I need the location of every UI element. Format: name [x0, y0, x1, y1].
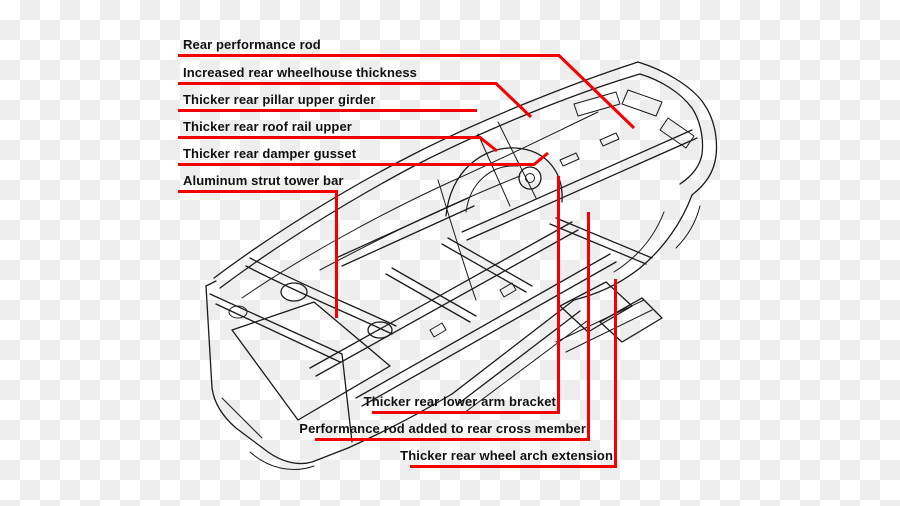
- strut-tower-bar: [245, 265, 393, 335]
- cross-member: [447, 237, 533, 287]
- callout-label-increased-rear-wheelhouse: Increased rear wheelhouse thickness: [183, 65, 417, 80]
- rear-wheel-arch-inner: [613, 211, 665, 273]
- front-rocker-connect: [347, 393, 453, 449]
- radiator-opening: [231, 301, 391, 421]
- callout-label-rear-wheel-arch-extension: Thicker rear wheel arch extension: [400, 448, 613, 463]
- glass-line: [241, 111, 599, 299]
- floor-rail: [361, 261, 617, 407]
- b-pillar-line: [437, 179, 477, 301]
- taillight-slot: [621, 89, 663, 117]
- rear-cross-member: [555, 217, 653, 259]
- callout-label-performance-rod-cross-member: Performance rod added to rear cross memb…: [299, 421, 586, 436]
- lower-arm: [555, 299, 645, 343]
- strut-tower-bar: [249, 257, 397, 327]
- cross-member: [391, 267, 477, 317]
- detail-hole: [429, 322, 447, 338]
- rear-cross-member: [549, 223, 647, 265]
- bulkhead-outer: [205, 285, 349, 465]
- rear-bumper-contour: [675, 205, 701, 249]
- engine-bay-rail: [335, 197, 469, 259]
- headlight-mount-hole: [228, 305, 248, 319]
- leader-rear-damper-gusset: [178, 151, 549, 166]
- leader-increased-rear-wheelhouse: [178, 82, 533, 119]
- sill-line: [451, 299, 575, 395]
- rear-shelf-bar: [461, 129, 693, 233]
- rear-panel-inner: [639, 73, 704, 185]
- floor-rail: [355, 253, 611, 399]
- rear-bumper-edge: [573, 194, 693, 301]
- pillar-strut: [497, 121, 537, 199]
- detail-hole: [599, 132, 620, 147]
- wheelhouse-dome-inner: [465, 165, 519, 213]
- callout-label-rear-performance-rod: Rear performance rod: [183, 37, 321, 52]
- front-lower-arc: [249, 451, 315, 470]
- pillar-strut: [477, 133, 511, 207]
- callout-label-rear-pillar-upper-girder: Thicker rear pillar upper girder: [183, 92, 376, 107]
- bulkhead-brace: [221, 397, 263, 439]
- bulkhead-top-connect: [205, 280, 217, 287]
- rear-shelf-bar: [466, 137, 698, 241]
- roof-rail-outer-line: [213, 61, 639, 279]
- cross-member: [385, 273, 471, 323]
- engine-bay-rail: [341, 205, 475, 267]
- callout-label-rear-lower-arm-bracket: Thicker rear lower arm bracket: [363, 394, 556, 409]
- strut-tower: [367, 321, 393, 339]
- bulkhead-right-pillar: [341, 353, 353, 443]
- detail-hole: [499, 282, 517, 298]
- leader-rear-wheel-arch-extension: [410, 279, 617, 468]
- lower-arm: [565, 309, 653, 353]
- leader-rear-lower-arm-bracket: [372, 176, 560, 414]
- car-line-art: [205, 61, 718, 470]
- sill-line: [463, 320, 588, 414]
- callout-label-rear-damper-gusset: Thicker rear damper gusset: [183, 146, 357, 161]
- floor-rail: [315, 229, 579, 377]
- bulkhead-top-bar: [209, 293, 343, 355]
- taillight-slot: [659, 117, 695, 149]
- bulkhead-top-bar: [215, 303, 341, 363]
- leader-lines: [178, 54, 636, 468]
- sill-line: [457, 310, 581, 405]
- leader-performance-rod-cross-member: [315, 212, 590, 441]
- damper-mount-ring: [518, 166, 542, 190]
- strut-tower: [280, 282, 308, 302]
- callout-label-rear-roof-rail-upper: Thicker rear roof rail upper: [183, 119, 352, 134]
- callout-label-aluminum-strut-tower-bar: Aluminum strut tower bar: [183, 173, 344, 188]
- rear-panel-outer: [637, 61, 718, 196]
- leader-aluminum-strut-tower-bar: [178, 190, 338, 318]
- floor-rail: [309, 221, 573, 369]
- leader-rear-performance-rod: [178, 54, 636, 130]
- floor-edge: [319, 175, 521, 271]
- damper-mount-hole: [525, 173, 535, 183]
- detail-hole: [559, 152, 580, 167]
- leader-rear-roof-rail-upper: [178, 136, 498, 153]
